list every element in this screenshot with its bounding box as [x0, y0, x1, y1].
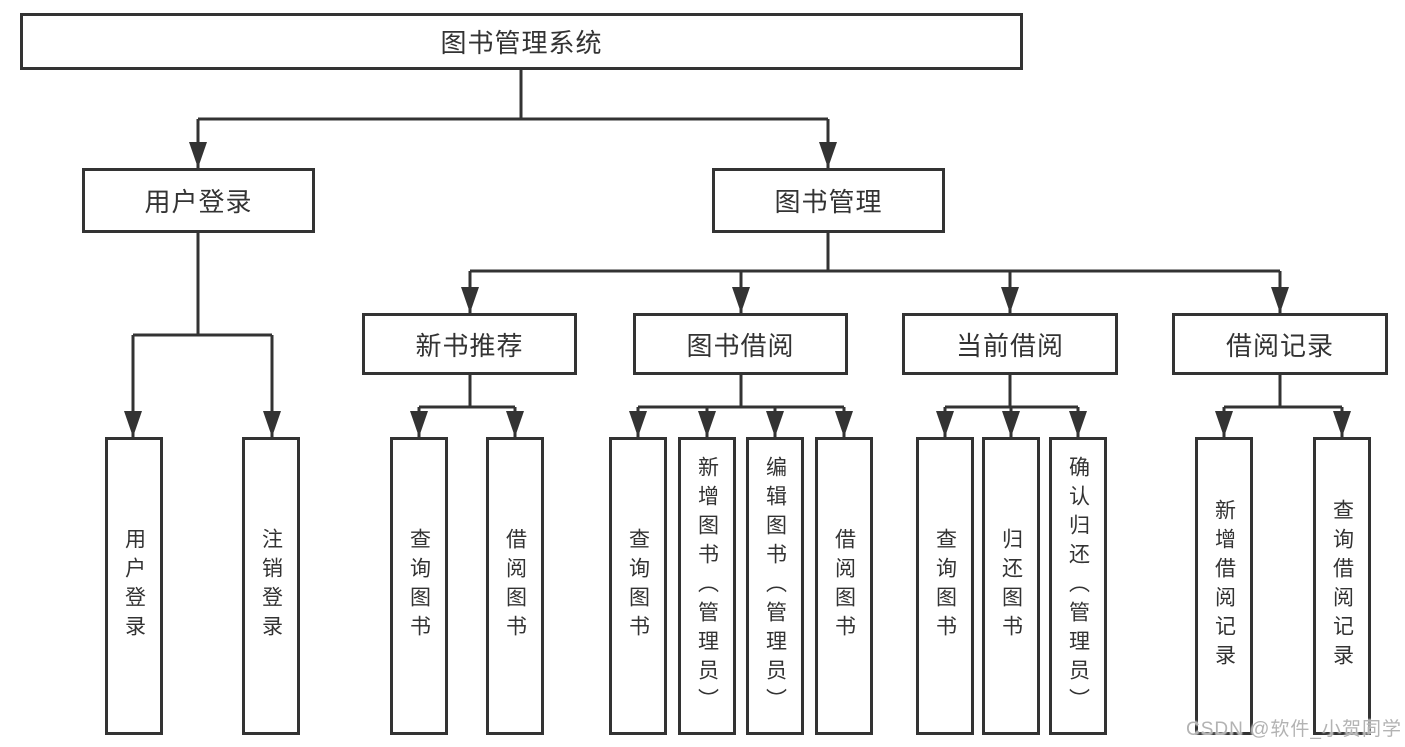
leaf-add-books-admin: 新增图书（管理员） — [678, 437, 736, 735]
node-user-login: 用户登录 — [82, 168, 315, 233]
arrowhead — [189, 142, 207, 168]
arrowhead — [410, 411, 428, 437]
leaf-label: 归还图书 — [999, 528, 1023, 644]
leaf-query-borrow-record: 查询借阅记录 — [1313, 437, 1371, 735]
leaf-add-borrow-record: 新增借阅记录 — [1195, 437, 1253, 735]
node-book-management: 图书管理 — [712, 168, 945, 233]
arrowhead — [629, 411, 647, 437]
arrowhead — [766, 411, 784, 437]
connector-stems — [131, 70, 1344, 437]
arrowhead — [1002, 411, 1020, 437]
arrowhead — [732, 287, 750, 313]
leaf-borrow-books: 借阅图书 — [815, 437, 873, 735]
node-new-book-recommend: 新书推荐 — [362, 313, 577, 375]
arrowhead — [1271, 287, 1289, 313]
leaf-label: 借阅图书 — [503, 528, 527, 644]
node-current-borrowing: 当前借阅 — [902, 313, 1118, 375]
arrowhead — [819, 142, 837, 168]
leaf-return-books: 归还图书 — [982, 437, 1040, 735]
arrowhead — [263, 411, 281, 437]
leaf-logout: 注销登录 — [242, 437, 300, 735]
arrowhead — [698, 411, 716, 437]
leaf-query-books-current: 查询图书 — [916, 437, 974, 735]
leaf-edit-books-admin: 编辑图书（管理员） — [746, 437, 804, 735]
arrowhead — [1333, 411, 1351, 437]
arrowhead — [1001, 287, 1019, 313]
leaf-label: 新增借阅记录 — [1212, 499, 1236, 673]
leaf-label: 查询图书 — [407, 528, 431, 644]
leaf-label: 借阅图书 — [832, 528, 856, 644]
arrowhead — [936, 411, 954, 437]
node-borrowing-records: 借阅记录 — [1172, 313, 1388, 375]
leaf-user-login: 用户登录 — [105, 437, 163, 735]
leaf-label: 查询图书 — [933, 528, 957, 644]
leaf-query-books-recommend: 查询图书 — [390, 437, 448, 735]
watermark: CSDN @软件_小贺同学 — [1186, 719, 1402, 740]
arrowhead — [124, 411, 142, 437]
leaf-borrow-books-recommend: 借阅图书 — [486, 437, 544, 735]
node-library-management-system: 图书管理系统 — [20, 13, 1023, 70]
leaf-label: 确认归还（管理员） — [1066, 455, 1090, 717]
leaf-label: 用户登录 — [122, 528, 146, 644]
arrowhead — [506, 411, 524, 437]
arrowhead — [1069, 411, 1087, 437]
arrowhead — [461, 287, 479, 313]
arrowhead — [835, 411, 853, 437]
leaf-label: 编辑图书（管理员） — [763, 455, 787, 717]
leaf-label: 查询借阅记录 — [1330, 499, 1354, 673]
node-book-borrowing: 图书借阅 — [633, 313, 848, 375]
arrowhead — [1215, 411, 1233, 437]
leaf-query-books-borrowing: 查询图书 — [609, 437, 667, 735]
leaf-confirm-return-admin: 确认归还（管理员） — [1049, 437, 1107, 735]
leaf-label: 注销登录 — [259, 528, 283, 644]
leaf-label: 新增图书（管理员） — [695, 455, 719, 717]
leaf-label: 查询图书 — [626, 528, 650, 644]
